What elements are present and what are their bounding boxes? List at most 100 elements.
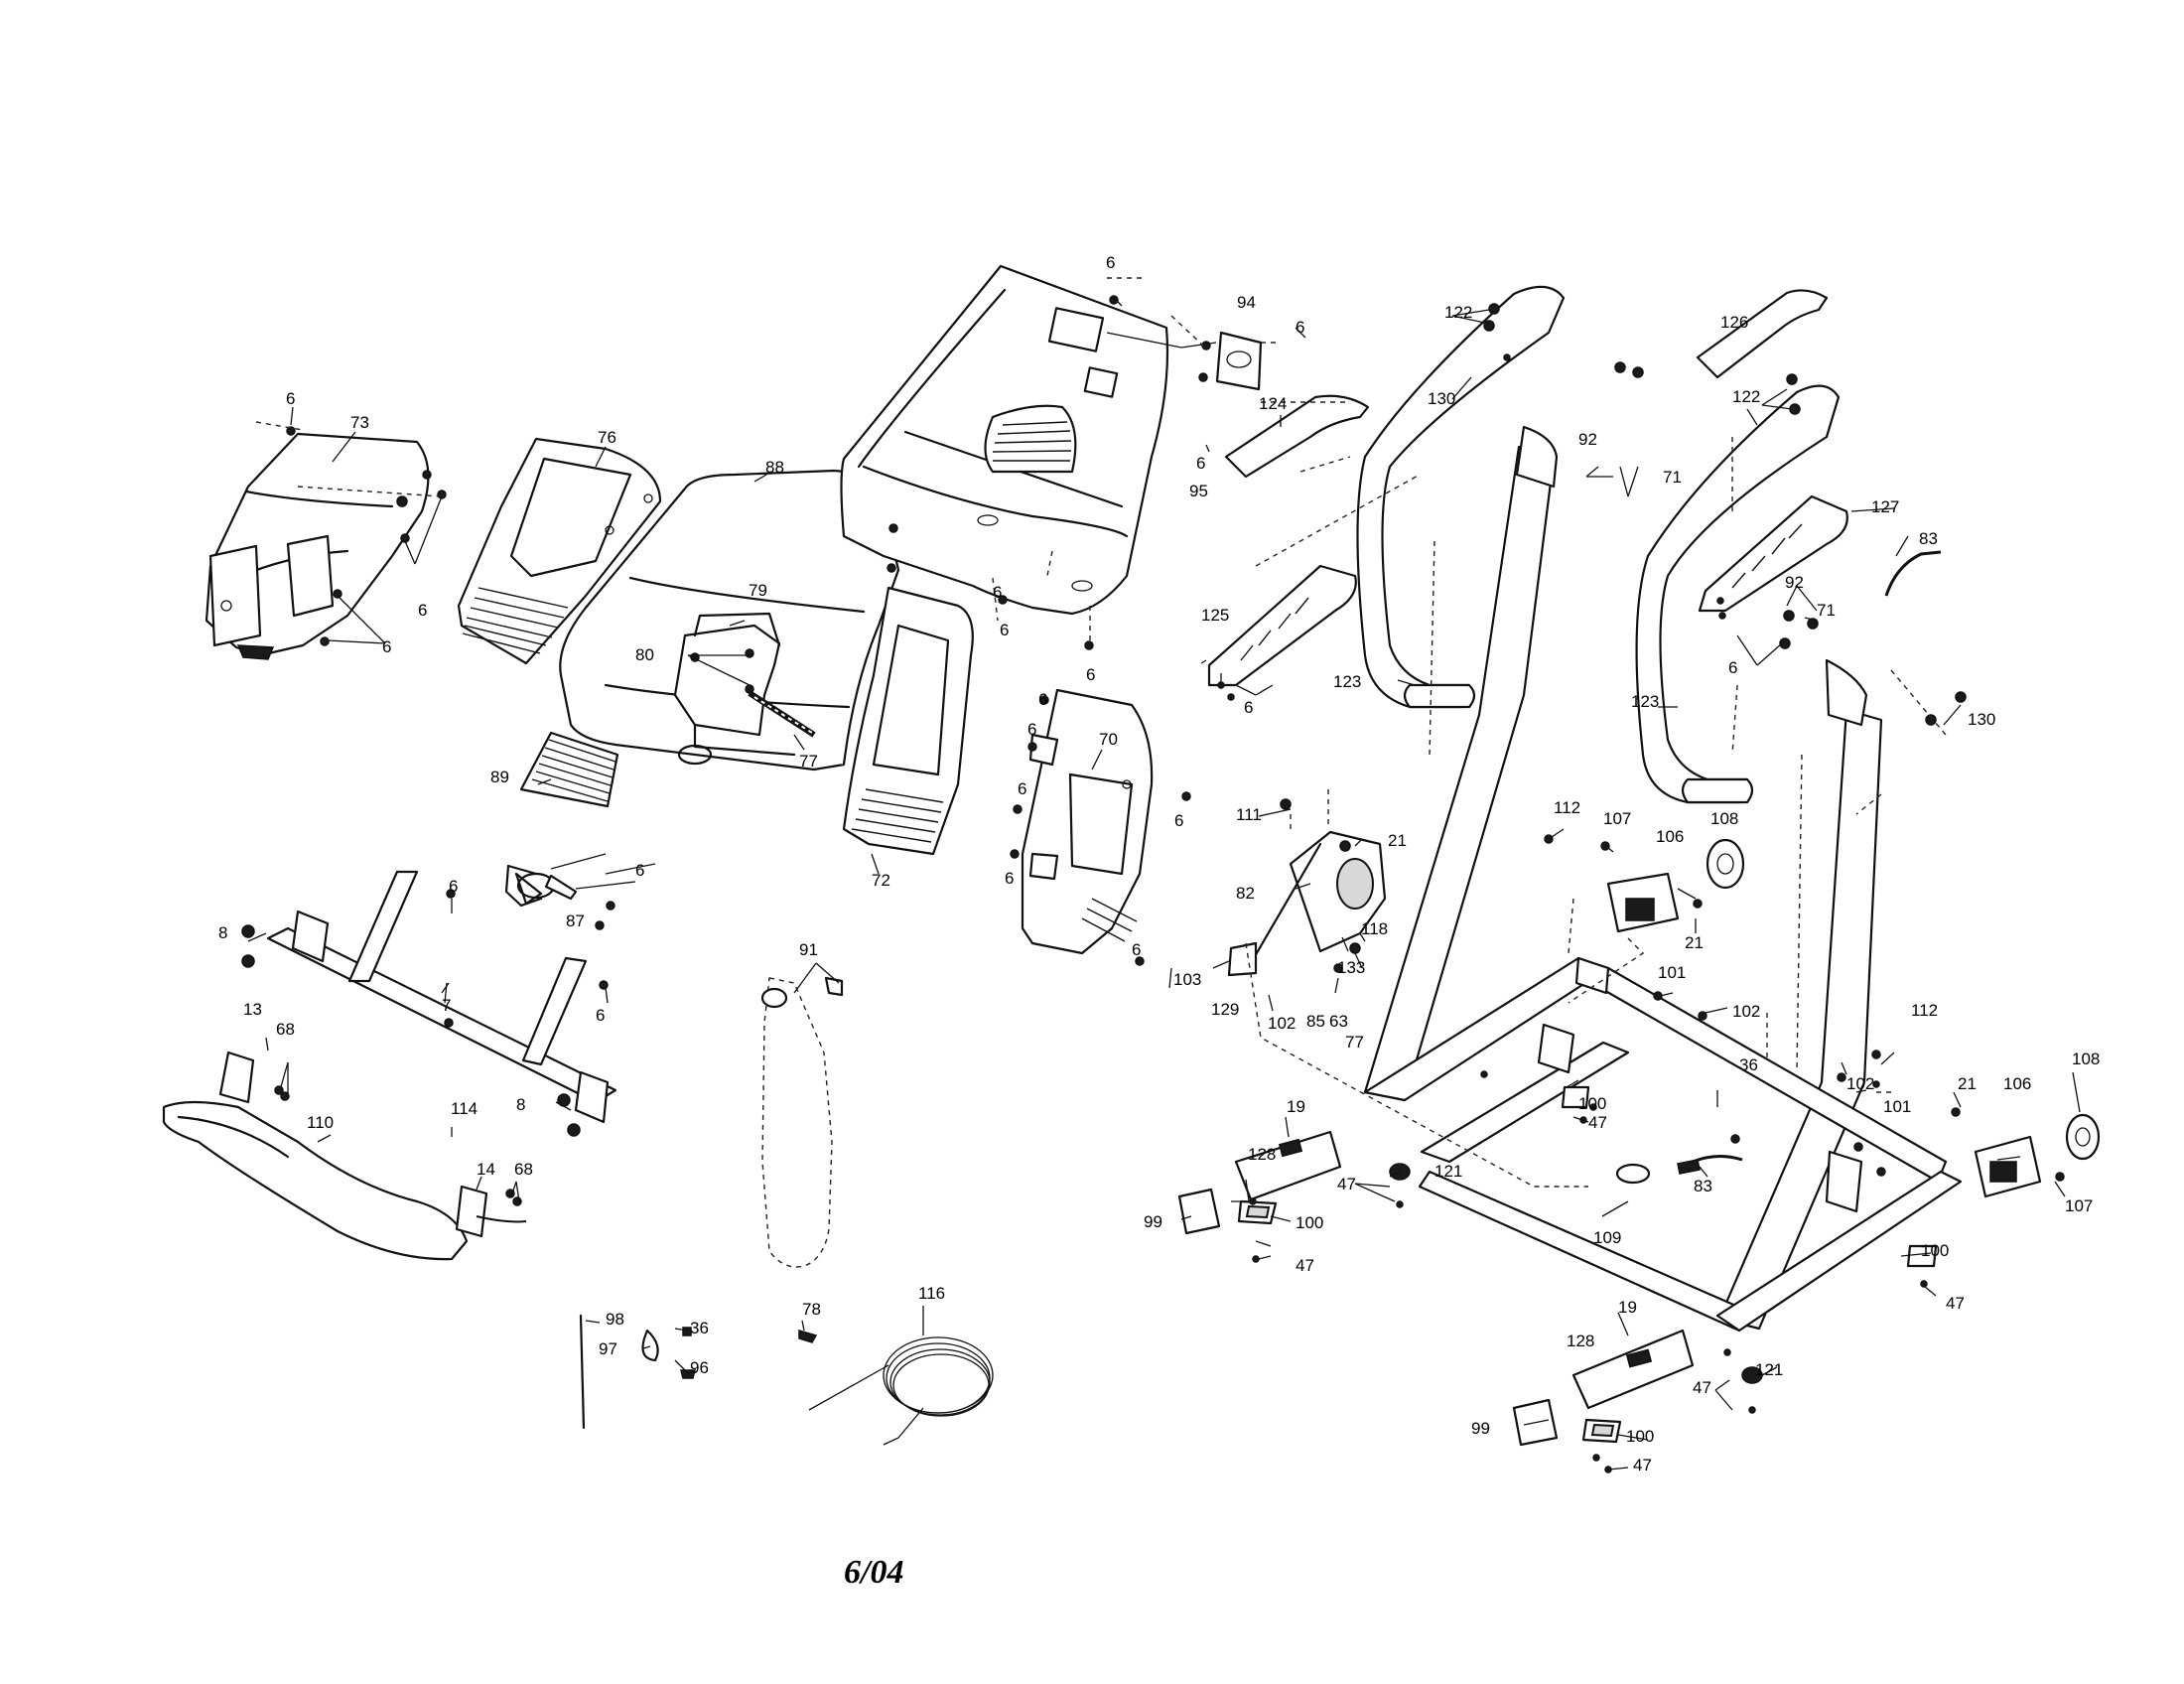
callout-label: 6 (596, 1006, 605, 1025)
callout-label: 92 (1785, 573, 1804, 592)
part-73-left-hood (205, 432, 432, 660)
callout-label: 14 (477, 1160, 495, 1179)
part-127-grip (1698, 494, 1848, 613)
callout-label: 112 (1911, 1001, 1938, 1020)
callout-label: 122 (1732, 387, 1760, 406)
callout-label: 94 (1237, 293, 1256, 312)
callout-label: 36 (1739, 1055, 1758, 1074)
callout-label: 47 (1693, 1378, 1711, 1397)
part-83-cable (1677, 550, 1942, 1175)
part-72-right-cover (842, 586, 974, 856)
callout-label: 100 (1578, 1094, 1606, 1113)
part-109-base (1363, 956, 1963, 1333)
callout-label: 107 (2065, 1196, 2093, 1215)
callout-label: 47 (1633, 1456, 1652, 1474)
callout-label: 6 (1728, 658, 1737, 677)
callout-label: 114 (451, 1099, 478, 1118)
part-70-right-hood (1021, 688, 1154, 955)
part-116-coil (808, 1336, 994, 1446)
callout-label: 8 (516, 1095, 525, 1114)
callout-label: 103 (1173, 970, 1201, 989)
callout-label: 6 (1132, 940, 1141, 959)
callout-label: 133 (1337, 958, 1365, 977)
callout-label: 124 (1259, 394, 1287, 413)
callout-label: 83 (1694, 1177, 1712, 1195)
callout-label: 109 (1593, 1228, 1621, 1247)
callout-label: 85 (1306, 1012, 1325, 1031)
callout-label: 130 (1968, 710, 1995, 729)
callout-label: 116 (918, 1284, 945, 1303)
callout-label: 92 (1578, 430, 1597, 449)
callout-label: 6 (1174, 811, 1183, 830)
callout-label: 123 (1333, 672, 1361, 691)
callout-label: 125 (1201, 606, 1229, 625)
callout-label: 91 (799, 940, 818, 959)
callout-label: 68 (514, 1160, 533, 1179)
left-foot-assembly (1177, 1130, 1411, 1235)
part-95-upper-console (840, 264, 1169, 616)
callout-label: 19 (1287, 1097, 1305, 1116)
callout-label: 107 (1603, 809, 1631, 828)
part-87-fan (504, 864, 578, 908)
callout-label: 78 (802, 1300, 821, 1319)
callout-label: 63 (1329, 1012, 1348, 1031)
callout-label: 77 (1345, 1033, 1364, 1052)
callout-label: 87 (566, 912, 585, 930)
callout-label: 111 (1236, 805, 1262, 824)
callout-label: 102 (1846, 1074, 1874, 1093)
callout-label: 72 (872, 871, 890, 890)
part-94-bracket (1215, 331, 1263, 391)
part-76-left-cover (457, 437, 662, 665)
callout-label: 122 (1444, 303, 1472, 322)
right-upright (1635, 384, 1883, 1331)
callout-label: 6 (382, 637, 391, 656)
left-wheel-assembly (1606, 838, 1745, 933)
callout-label: 127 (1871, 497, 1899, 516)
callout-label: 97 (599, 1339, 617, 1358)
callout-label: 100 (1296, 1213, 1323, 1232)
callout-label: 6 (635, 861, 644, 880)
callout-label: 129 (1211, 1000, 1239, 1019)
part-100-pad (1906, 1244, 1938, 1268)
part-88-center-console (559, 469, 900, 772)
callout-label: 21 (1388, 831, 1407, 850)
callout-label: 110 (307, 1113, 334, 1132)
callout-label: 118 (1361, 919, 1388, 938)
callout-label: 108 (1710, 809, 1738, 828)
part-110-front-rail (162, 1051, 527, 1261)
callout-label: 47 (1337, 1175, 1356, 1193)
part-125-grip (1207, 564, 1357, 687)
callout-label: 121 (1434, 1162, 1462, 1181)
callout-label: 77 (799, 752, 818, 771)
callout-label: 121 (1755, 1360, 1783, 1379)
callout-label: 13 (243, 1000, 262, 1019)
callout-label: 102 (1268, 1014, 1296, 1033)
callout-label: 128 (1248, 1145, 1276, 1164)
callout-label: 130 (1428, 389, 1455, 408)
callout-label: 6 (286, 389, 295, 408)
callout-label: 19 (1618, 1298, 1637, 1317)
left-upright (1356, 285, 1566, 1102)
callout-label: 99 (1144, 1212, 1162, 1231)
callout-label: 101 (1883, 1097, 1911, 1116)
callout-label: 6 (1106, 253, 1115, 272)
callout-label: 6 (1038, 690, 1047, 709)
callout-label: 6 (1000, 621, 1009, 639)
right-wheel-assembly (1974, 1113, 2101, 1198)
callout-label: 6 (993, 583, 1002, 602)
callout-label: 47 (1296, 1256, 1314, 1275)
part-126-top-cover (1696, 289, 1829, 379)
callout-label: 6 (1296, 318, 1304, 337)
callout-label: 128 (1567, 1332, 1594, 1350)
small-parts-98-97-96 (579, 1314, 818, 1430)
callout-label: 101 (1658, 963, 1686, 982)
hardware-fasteners (241, 295, 2065, 1474)
callout-label: 100 (1626, 1427, 1654, 1446)
callout-label: 99 (1471, 1419, 1490, 1438)
callout-label: 126 (1720, 313, 1748, 332)
part-91-belt (760, 976, 844, 1268)
callout-label: 108 (2072, 1050, 2100, 1068)
callout-label: 100 (1921, 1241, 1949, 1260)
